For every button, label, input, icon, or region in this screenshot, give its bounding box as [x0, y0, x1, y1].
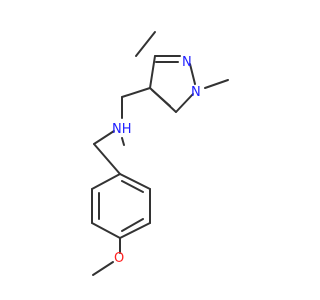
- bond-ring-4: [91, 222, 121, 239]
- atom-n2: N: [182, 55, 192, 70]
- molecule-canvas: N N NH O: [91, 31, 229, 276]
- bond-c5-c4-double: [151, 89, 171, 107]
- bond-n1-methyl: [204, 79, 229, 89]
- bond-c3-c4: [149, 55, 156, 89]
- bond-ring-double-1: [121, 180, 144, 193]
- molecule-structure: N N NH O: [91, 31, 229, 276]
- bond-c3-methyl: [135, 31, 156, 57]
- bond-ring-double-2: [121, 218, 144, 232]
- atom-o: O: [114, 251, 124, 266]
- bond-ch2-ring: [93, 143, 121, 175]
- bond-o-methyl: [92, 261, 114, 276]
- bond-ring-1: [119, 173, 151, 190]
- bond-nh-ch2b: [93, 130, 115, 145]
- bond-c4-ch2: [121, 87, 151, 98]
- bond-n2-n1: [189, 63, 196, 85]
- bond-ring-3: [119, 222, 151, 239]
- atom-n1: N: [191, 85, 201, 100]
- bond-nh-ch2: [121, 137, 125, 146]
- bond-ring-6: [91, 173, 121, 190]
- bond-n1-c5: [175, 93, 194, 113]
- atom-nh: NH: [112, 122, 132, 137]
